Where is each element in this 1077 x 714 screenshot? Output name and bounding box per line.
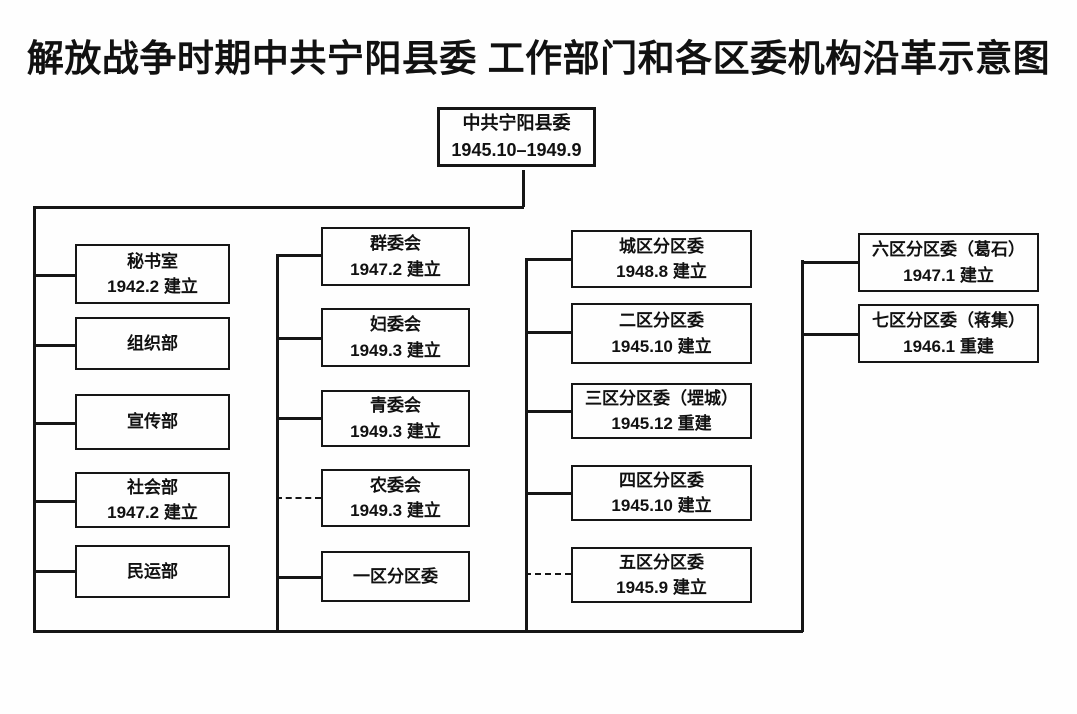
- connector-tick-district-2: [525, 331, 571, 334]
- connector-root-drop: [522, 170, 525, 207]
- box-name: 社会部: [127, 477, 178, 497]
- connector-tick-agriculture-committee-dashed: [276, 497, 321, 499]
- connector-bottom-horizontal: [33, 630, 803, 633]
- mass-movement-dept-box: 民运部: [75, 545, 230, 598]
- connector-tick-secretary-office: [33, 274, 77, 277]
- box-note: 1947.2 建立: [350, 259, 441, 279]
- district-5-committee-box: 五区分区委 1945.9 建立: [571, 547, 752, 603]
- connector-tick-district-3: [525, 410, 571, 413]
- women-committee-box: 妇委会 1949.3 建立: [321, 308, 470, 367]
- connector-tick-mass-movement-dept: [33, 570, 77, 573]
- box-name: 三区分区委（堽城）: [585, 388, 738, 408]
- box-name: 二区分区委: [619, 311, 704, 330]
- connector-spine-col1: [33, 206, 36, 632]
- connector-tick-organization-dept: [33, 344, 77, 347]
- district-7-committee-box: 七区分区委（蒋集） 1946.1 重建: [858, 304, 1039, 363]
- agriculture-committee-box: 农委会 1949.3 建立: [321, 469, 470, 527]
- box-note: 1942.2 建立: [107, 277, 198, 296]
- box-name: 民运部: [127, 561, 178, 581]
- box-name: 组织部: [127, 333, 178, 353]
- box-note: 1945.12 重建: [611, 414, 712, 433]
- root-name: 中共宁阳县委: [462, 113, 571, 133]
- propaganda-dept-box: 宣传部: [75, 394, 230, 450]
- connector-tick-social-affairs-dept: [33, 500, 77, 503]
- connector-tick-propaganda-dept: [33, 422, 77, 425]
- connector-tick-district-4: [525, 492, 571, 495]
- organization-dept-box: 组织部: [75, 317, 230, 370]
- root-period: 1945.10–1949.9: [451, 140, 582, 160]
- district-6-committee-box: 六区分区委（葛石） 1947.1 建立: [858, 233, 1039, 292]
- box-note: 1945.10 建立: [611, 336, 712, 356]
- box-name: 七区分区委（蒋集）: [872, 311, 1025, 330]
- connector-tick-district-7: [801, 333, 858, 336]
- youth-committee-box: 青委会 1949.3 建立: [321, 390, 470, 447]
- connector-top-horizontal: [33, 206, 524, 209]
- city-district-committee-box: 城区分区委 1948.8 建立: [571, 230, 752, 288]
- box-name: 妇委会: [370, 315, 421, 334]
- box-name: 五区分区委: [619, 552, 704, 572]
- box-name: 城区分区委: [619, 236, 704, 256]
- box-note: 1947.2 建立: [107, 503, 198, 522]
- box-note: 1948.8 建立: [616, 262, 707, 281]
- box-name: 六区分区委（葛石）: [872, 240, 1025, 259]
- box-name: 四区分区委: [619, 470, 704, 490]
- district-3-committee-box: 三区分区委（堽城） 1945.12 重建: [571, 383, 752, 439]
- box-note: 1947.1 建立: [903, 265, 994, 285]
- connector-tick-youth-committee: [276, 417, 321, 420]
- district-1-committee-box: 一区分区委: [321, 551, 470, 602]
- connector-tick-women-committee: [276, 337, 321, 340]
- box-name: 群委会: [370, 234, 421, 253]
- connector-tick-district-5-dashed: [525, 573, 571, 575]
- mass-committee-box: 群委会 1947.2 建立: [321, 227, 470, 286]
- secretary-office-box: 秘书室 1942.2 建立: [75, 244, 230, 304]
- box-note: 1949.3 建立: [350, 421, 441, 441]
- box-note: 1946.1 重建: [903, 336, 994, 356]
- connector-tick-district-1: [276, 576, 321, 579]
- box-note: 1945.9 建立: [616, 578, 707, 597]
- box-name: 一区分区委: [353, 566, 438, 586]
- box-name: 秘书室: [127, 251, 178, 271]
- district-2-committee-box: 二区分区委 1945.10 建立: [571, 303, 752, 364]
- connector-tick-mass-committee: [276, 254, 321, 257]
- chart-title: 解放战争时期中共宁阳县委 工作部门和各区委机构沿革示意图: [26, 38, 1051, 79]
- box-note: 1949.3 建立: [350, 340, 441, 360]
- box-name: 青委会: [370, 396, 421, 415]
- social-affairs-dept-box: 社会部 1947.2 建立: [75, 472, 230, 528]
- connector-spine-col4: [801, 260, 804, 632]
- box-name: 宣传部: [127, 412, 178, 432]
- district-4-committee-box: 四区分区委 1945.10 建立: [571, 465, 752, 521]
- connector-spine-col2: [276, 254, 279, 632]
- root-county-committee-box: 中共宁阳县委 1945.10–1949.9: [437, 107, 596, 167]
- box-note: 1949.3 建立: [350, 501, 441, 520]
- connector-tick-city-district: [525, 258, 571, 261]
- box-note: 1945.10 建立: [611, 496, 712, 515]
- connector-spine-col3: [525, 258, 528, 632]
- connector-tick-district-6: [801, 261, 858, 264]
- box-name: 农委会: [370, 475, 421, 495]
